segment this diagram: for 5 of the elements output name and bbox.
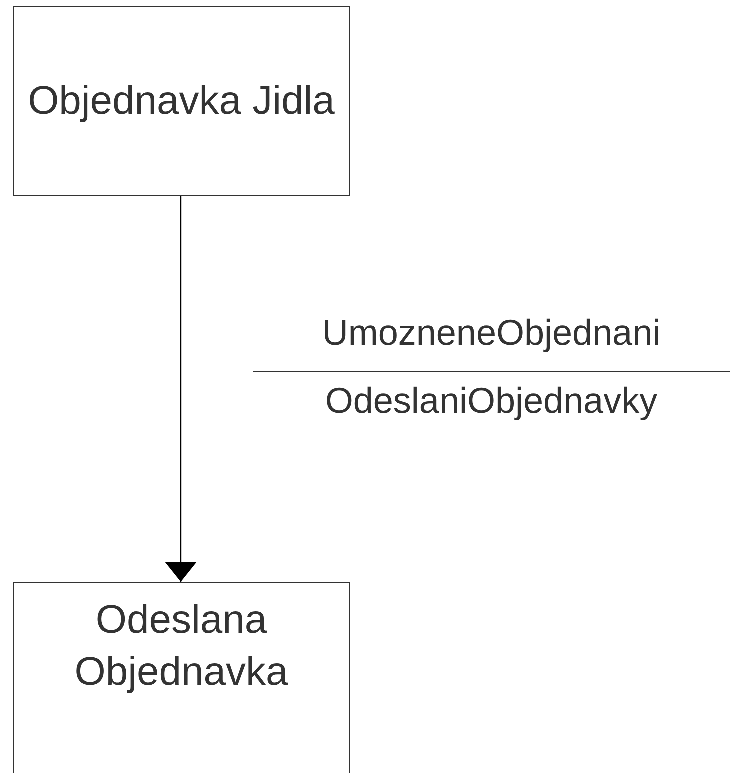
state-box xyxy=(13,6,350,196)
state-name: Objednavka Jidla xyxy=(28,78,335,125)
arrow xyxy=(165,196,197,582)
state-box xyxy=(13,582,350,773)
state-name: Odeslana Objednavka xyxy=(74,597,290,696)
